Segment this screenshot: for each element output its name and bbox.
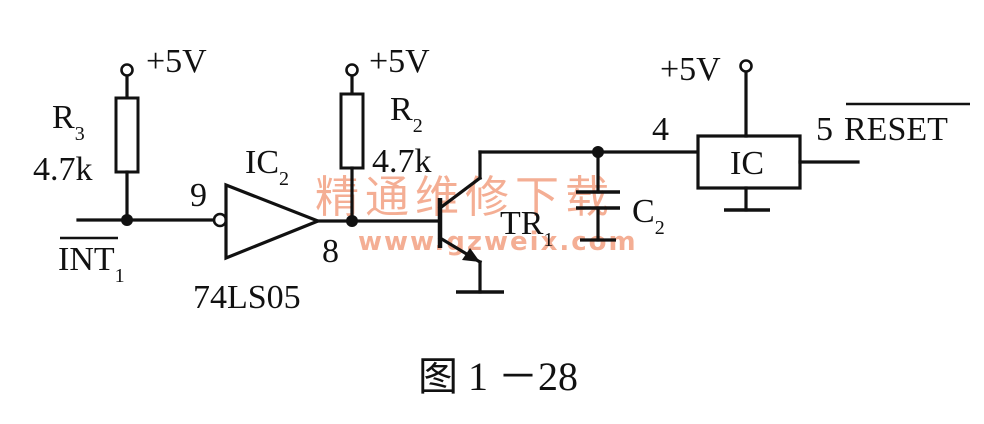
figure-caption: 图 1 －28	[418, 354, 578, 399]
vcc-label-ic: +5V	[660, 51, 721, 88]
r2-label: R2	[390, 91, 423, 137]
pin-8: 8	[322, 233, 339, 270]
tr1-label: TR1	[500, 205, 553, 251]
vcc-terminal-r2	[345, 63, 359, 77]
vcc-terminal-r3	[120, 63, 134, 77]
resistor-r2	[339, 92, 365, 170]
r3-label: R3	[52, 99, 85, 145]
vcc-label-r2: +5V	[369, 43, 430, 80]
ic2-label: IC2	[245, 144, 289, 190]
pin-5: 5	[816, 111, 833, 148]
tr1-emitter-arrow	[462, 248, 480, 262]
watermark-text: 精通维修下载	[315, 172, 615, 223]
ic-label: IC	[730, 145, 764, 182]
c2-label: C2	[632, 193, 665, 239]
junction-r2	[346, 215, 358, 227]
inverter-input-bubble	[212, 212, 228, 228]
r2-value: 4.7k	[372, 143, 432, 180]
pin-9: 9	[190, 177, 207, 214]
gate-part-number: 74LS05	[193, 279, 301, 316]
junction-int	[121, 214, 133, 226]
vcc-terminal-ic	[739, 59, 753, 73]
int1-label: INT1	[58, 241, 125, 287]
ic2-inverter	[224, 182, 323, 261]
vcc-label-r3: +5V	[146, 43, 207, 80]
reset-label: RESET	[844, 111, 948, 148]
r3-value: 4.7k	[33, 151, 93, 188]
watermark-url: www.gzweix.com	[358, 227, 638, 257]
resistor-r3	[114, 96, 140, 174]
pin-4: 4	[652, 111, 669, 148]
